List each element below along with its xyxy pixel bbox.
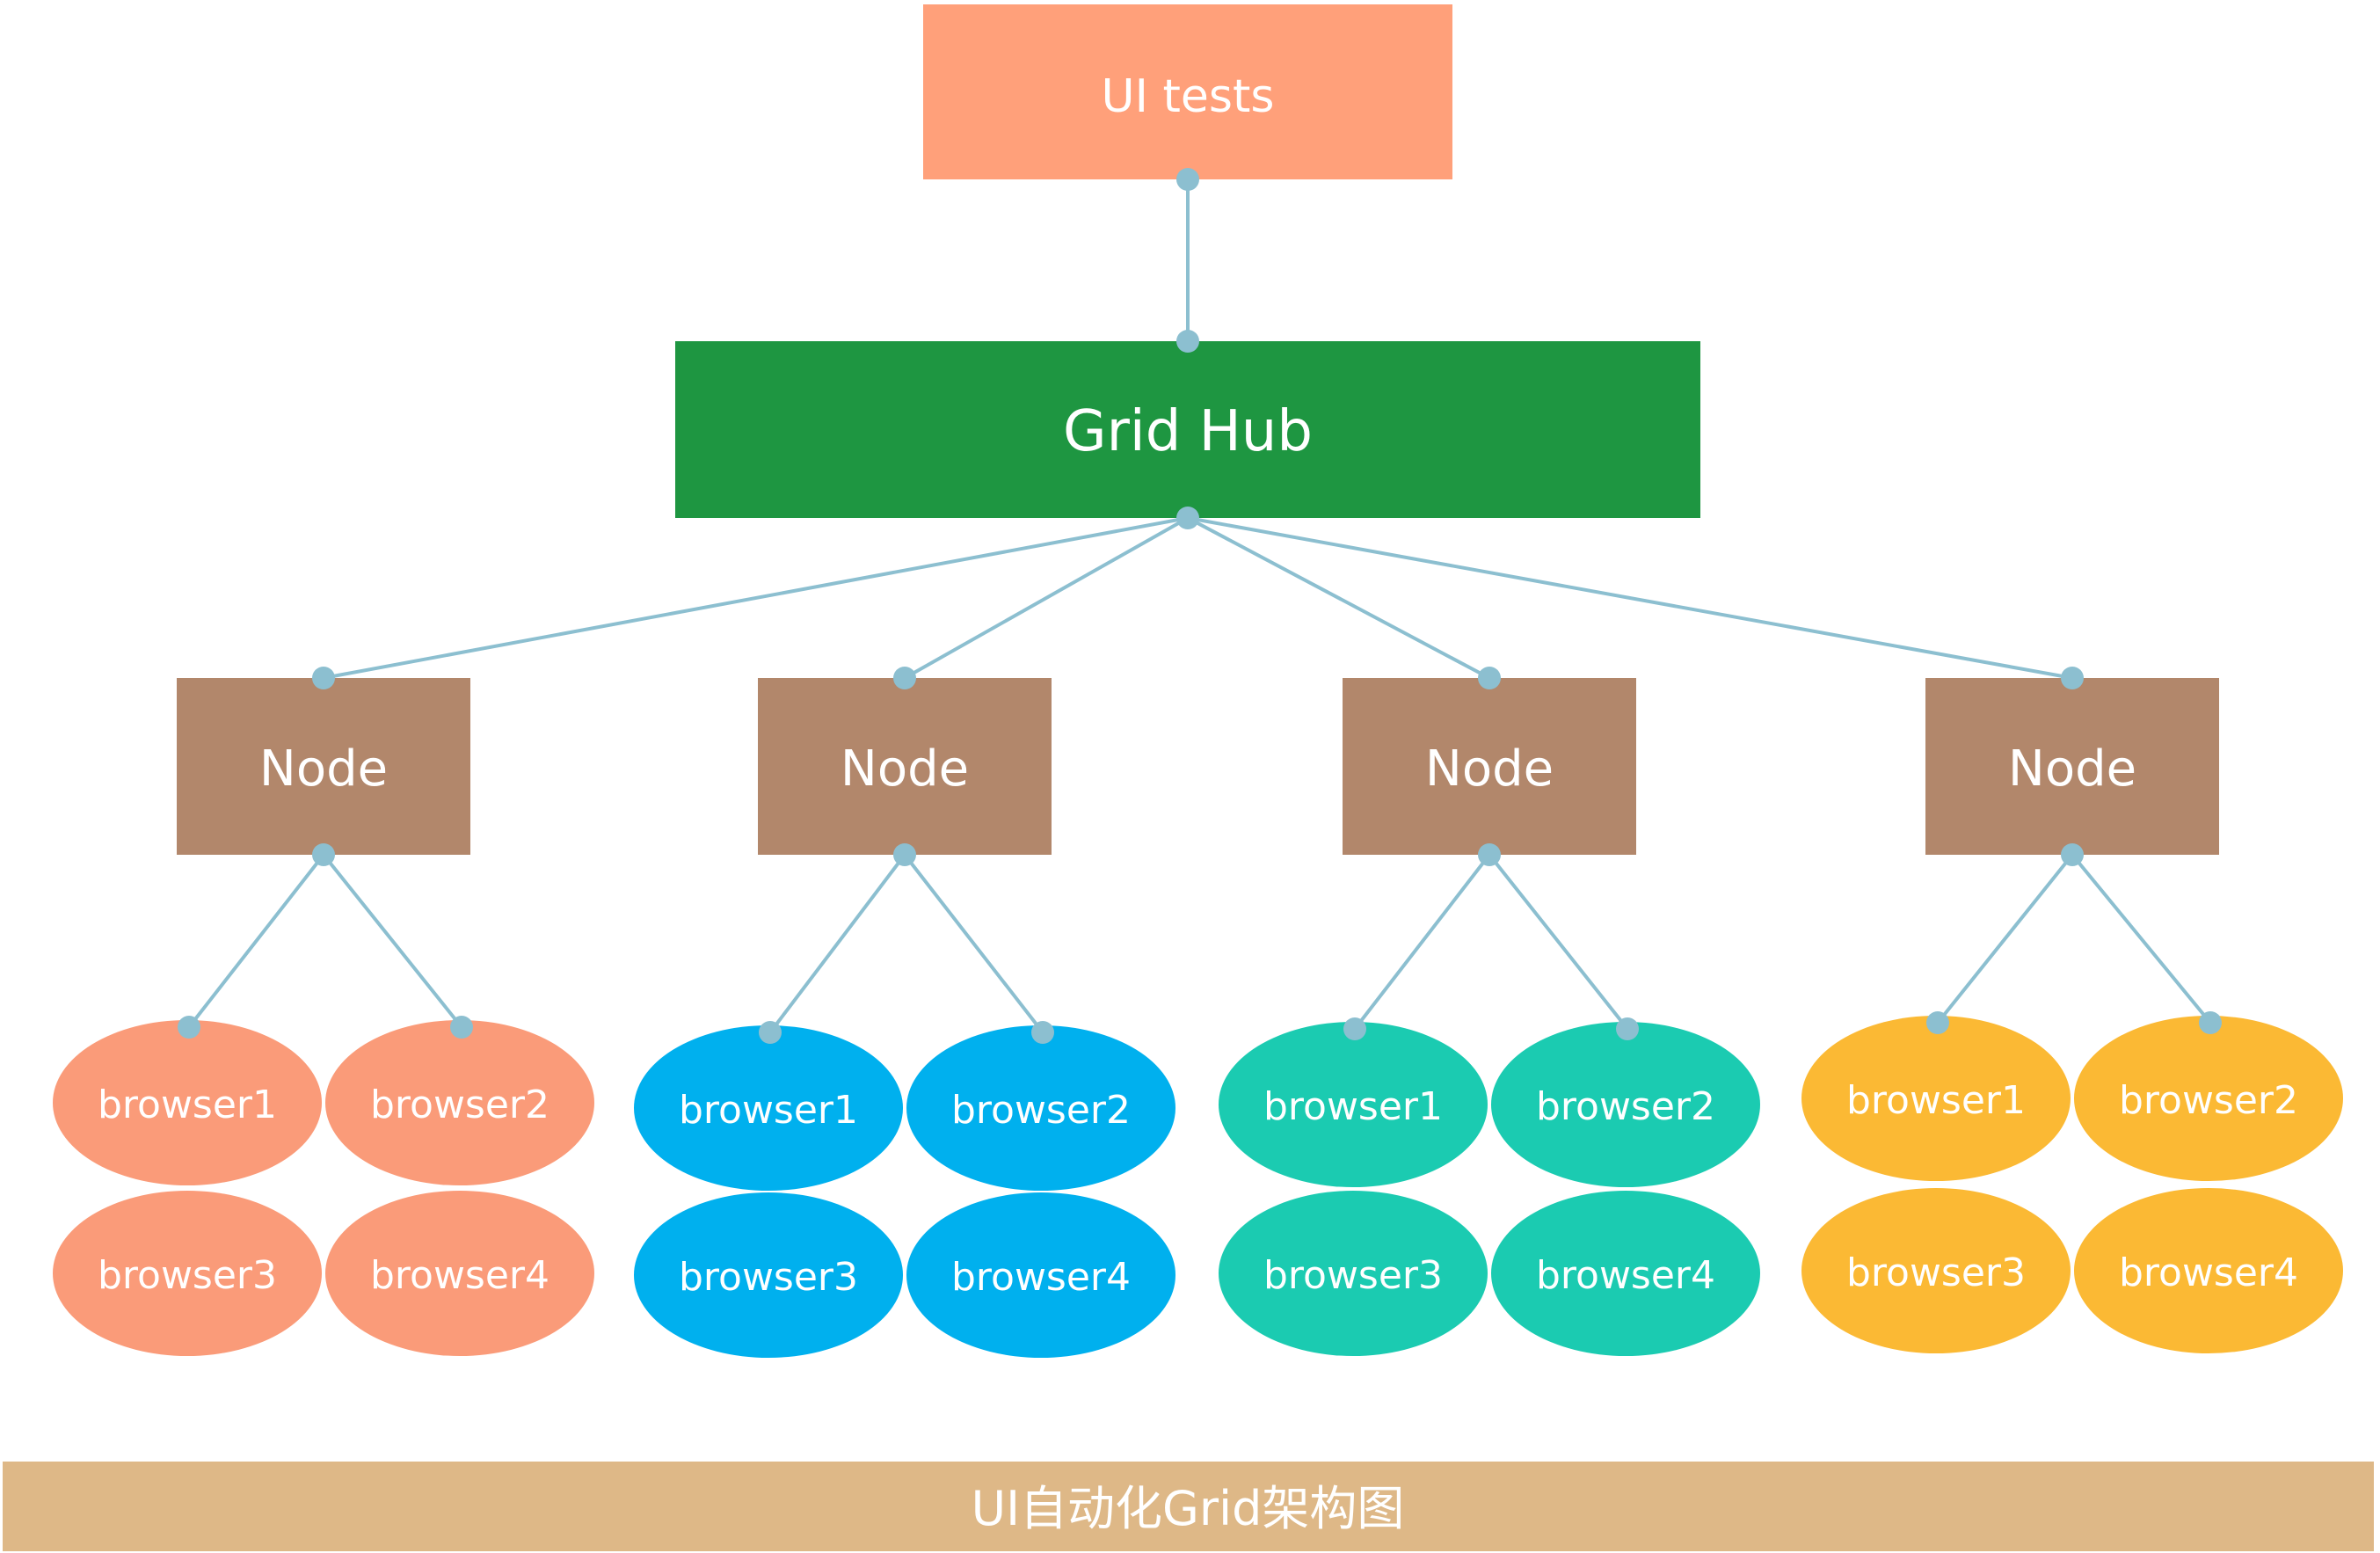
connector-node-browser [187, 853, 325, 1029]
connector-dot [1176, 507, 1199, 529]
browser-1: browser1 [53, 1020, 322, 1185]
browser-label: browser1 [1846, 1078, 2026, 1123]
browser-label: browser2 [951, 1088, 1131, 1133]
connector-dot [450, 1016, 473, 1039]
ui-tests-label: UI tests [1102, 70, 1275, 123]
browser-4: browser4 [1491, 1191, 1760, 1356]
connector-dot [893, 843, 916, 866]
connector-dot [1176, 330, 1199, 353]
connector-node-browser [1936, 853, 2074, 1024]
connector-node-browser [2071, 853, 2212, 1024]
browser-label: browser1 [1263, 1084, 1443, 1129]
connector-dot [1343, 1017, 1366, 1040]
browser-label: browser4 [951, 1255, 1131, 1300]
browser-1: browser1 [1219, 1022, 1488, 1187]
connector-dot [1176, 168, 1199, 191]
connector-dot [1031, 1021, 1054, 1044]
browser-label: browser3 [1846, 1250, 2026, 1295]
connector-dot [893, 667, 916, 689]
connector-dot [1616, 1017, 1639, 1040]
connector-lines [187, 179, 2212, 1034]
node-group: Node browser1 browser2 browser3 browser4 [1801, 678, 2343, 1353]
browser-3: browser3 [634, 1192, 903, 1358]
browser-4: browser4 [325, 1191, 594, 1356]
browser-label: browser4 [2119, 1250, 2298, 1295]
node-group: Node browser1 browser2 browser3 browser4 [634, 678, 1175, 1358]
ui-tests-box: UI tests [923, 4, 1452, 179]
connector-dot [1478, 843, 1501, 866]
connector-dot [2199, 1011, 2222, 1034]
node-group: Node browser1 browser2 browser3 browser4 [53, 678, 594, 1356]
connector-node-browser [1353, 853, 1491, 1031]
node-label: Node [259, 740, 388, 798]
node-box: Node [1343, 678, 1636, 855]
grid-hub-box: Grid Hub [675, 341, 1700, 518]
node-box: Node [177, 678, 470, 855]
browser-3: browser3 [53, 1191, 322, 1356]
browser-4: browser4 [906, 1192, 1175, 1358]
browser-1: browser1 [1801, 1016, 2071, 1181]
connector-hub-node [1187, 516, 2073, 680]
browser-label: browser4 [1536, 1253, 1715, 1298]
browser-label: browser3 [1263, 1253, 1443, 1298]
connector-dot [312, 843, 335, 866]
grid-hub-label: Grid Hub [1063, 399, 1313, 464]
node-label: Node [1425, 740, 1554, 798]
browser-1: browser1 [634, 1025, 903, 1191]
browser-2: browser2 [325, 1020, 594, 1185]
browser-label: browser1 [679, 1088, 858, 1133]
connector-hub-node [323, 516, 1189, 680]
connector-dot [1926, 1011, 1949, 1034]
node-label: Node [2008, 740, 2136, 798]
connector-dot [312, 667, 335, 689]
browser-label: browser3 [98, 1253, 277, 1298]
node-box: Node [758, 678, 1052, 855]
connector-hub-node [1187, 516, 1490, 680]
connector-hub-node [904, 516, 1189, 680]
connector-dot [2061, 843, 2084, 866]
node-box: Node [1925, 678, 2219, 855]
browser-label: browser2 [1536, 1084, 1715, 1129]
browser-label: browser4 [370, 1253, 550, 1298]
browser-3: browser3 [1801, 1188, 2071, 1353]
connector-node-browser [768, 853, 906, 1034]
connector-dot [1478, 667, 1501, 689]
connector-dots [178, 168, 2222, 1044]
connector-dot [759, 1021, 782, 1044]
browser-label: browser3 [679, 1255, 858, 1300]
connector-node-browser [903, 853, 1044, 1034]
browser-label: browser1 [98, 1083, 277, 1127]
footer-title: UI自动化Grid架构图 [972, 1481, 1405, 1536]
node-group: Node browser1 browser2 browser3 browser4 [1219, 678, 1760, 1356]
footer-banner: UI自动化Grid架构图 [3, 1462, 2374, 1551]
browser-2: browser2 [906, 1025, 1175, 1191]
browser-4: browser4 [2074, 1188, 2343, 1353]
connector-node-browser [1488, 853, 1629, 1031]
browser-2: browser2 [2074, 1016, 2343, 1181]
browser-label: browser2 [370, 1083, 550, 1127]
browser-label: browser2 [2119, 1078, 2298, 1123]
browser-3: browser3 [1219, 1191, 1488, 1356]
connector-node-browser [322, 853, 463, 1029]
connector-dot [2061, 667, 2084, 689]
node-label: Node [841, 740, 969, 798]
connector-dot [178, 1016, 200, 1039]
browser-2: browser2 [1491, 1022, 1760, 1187]
